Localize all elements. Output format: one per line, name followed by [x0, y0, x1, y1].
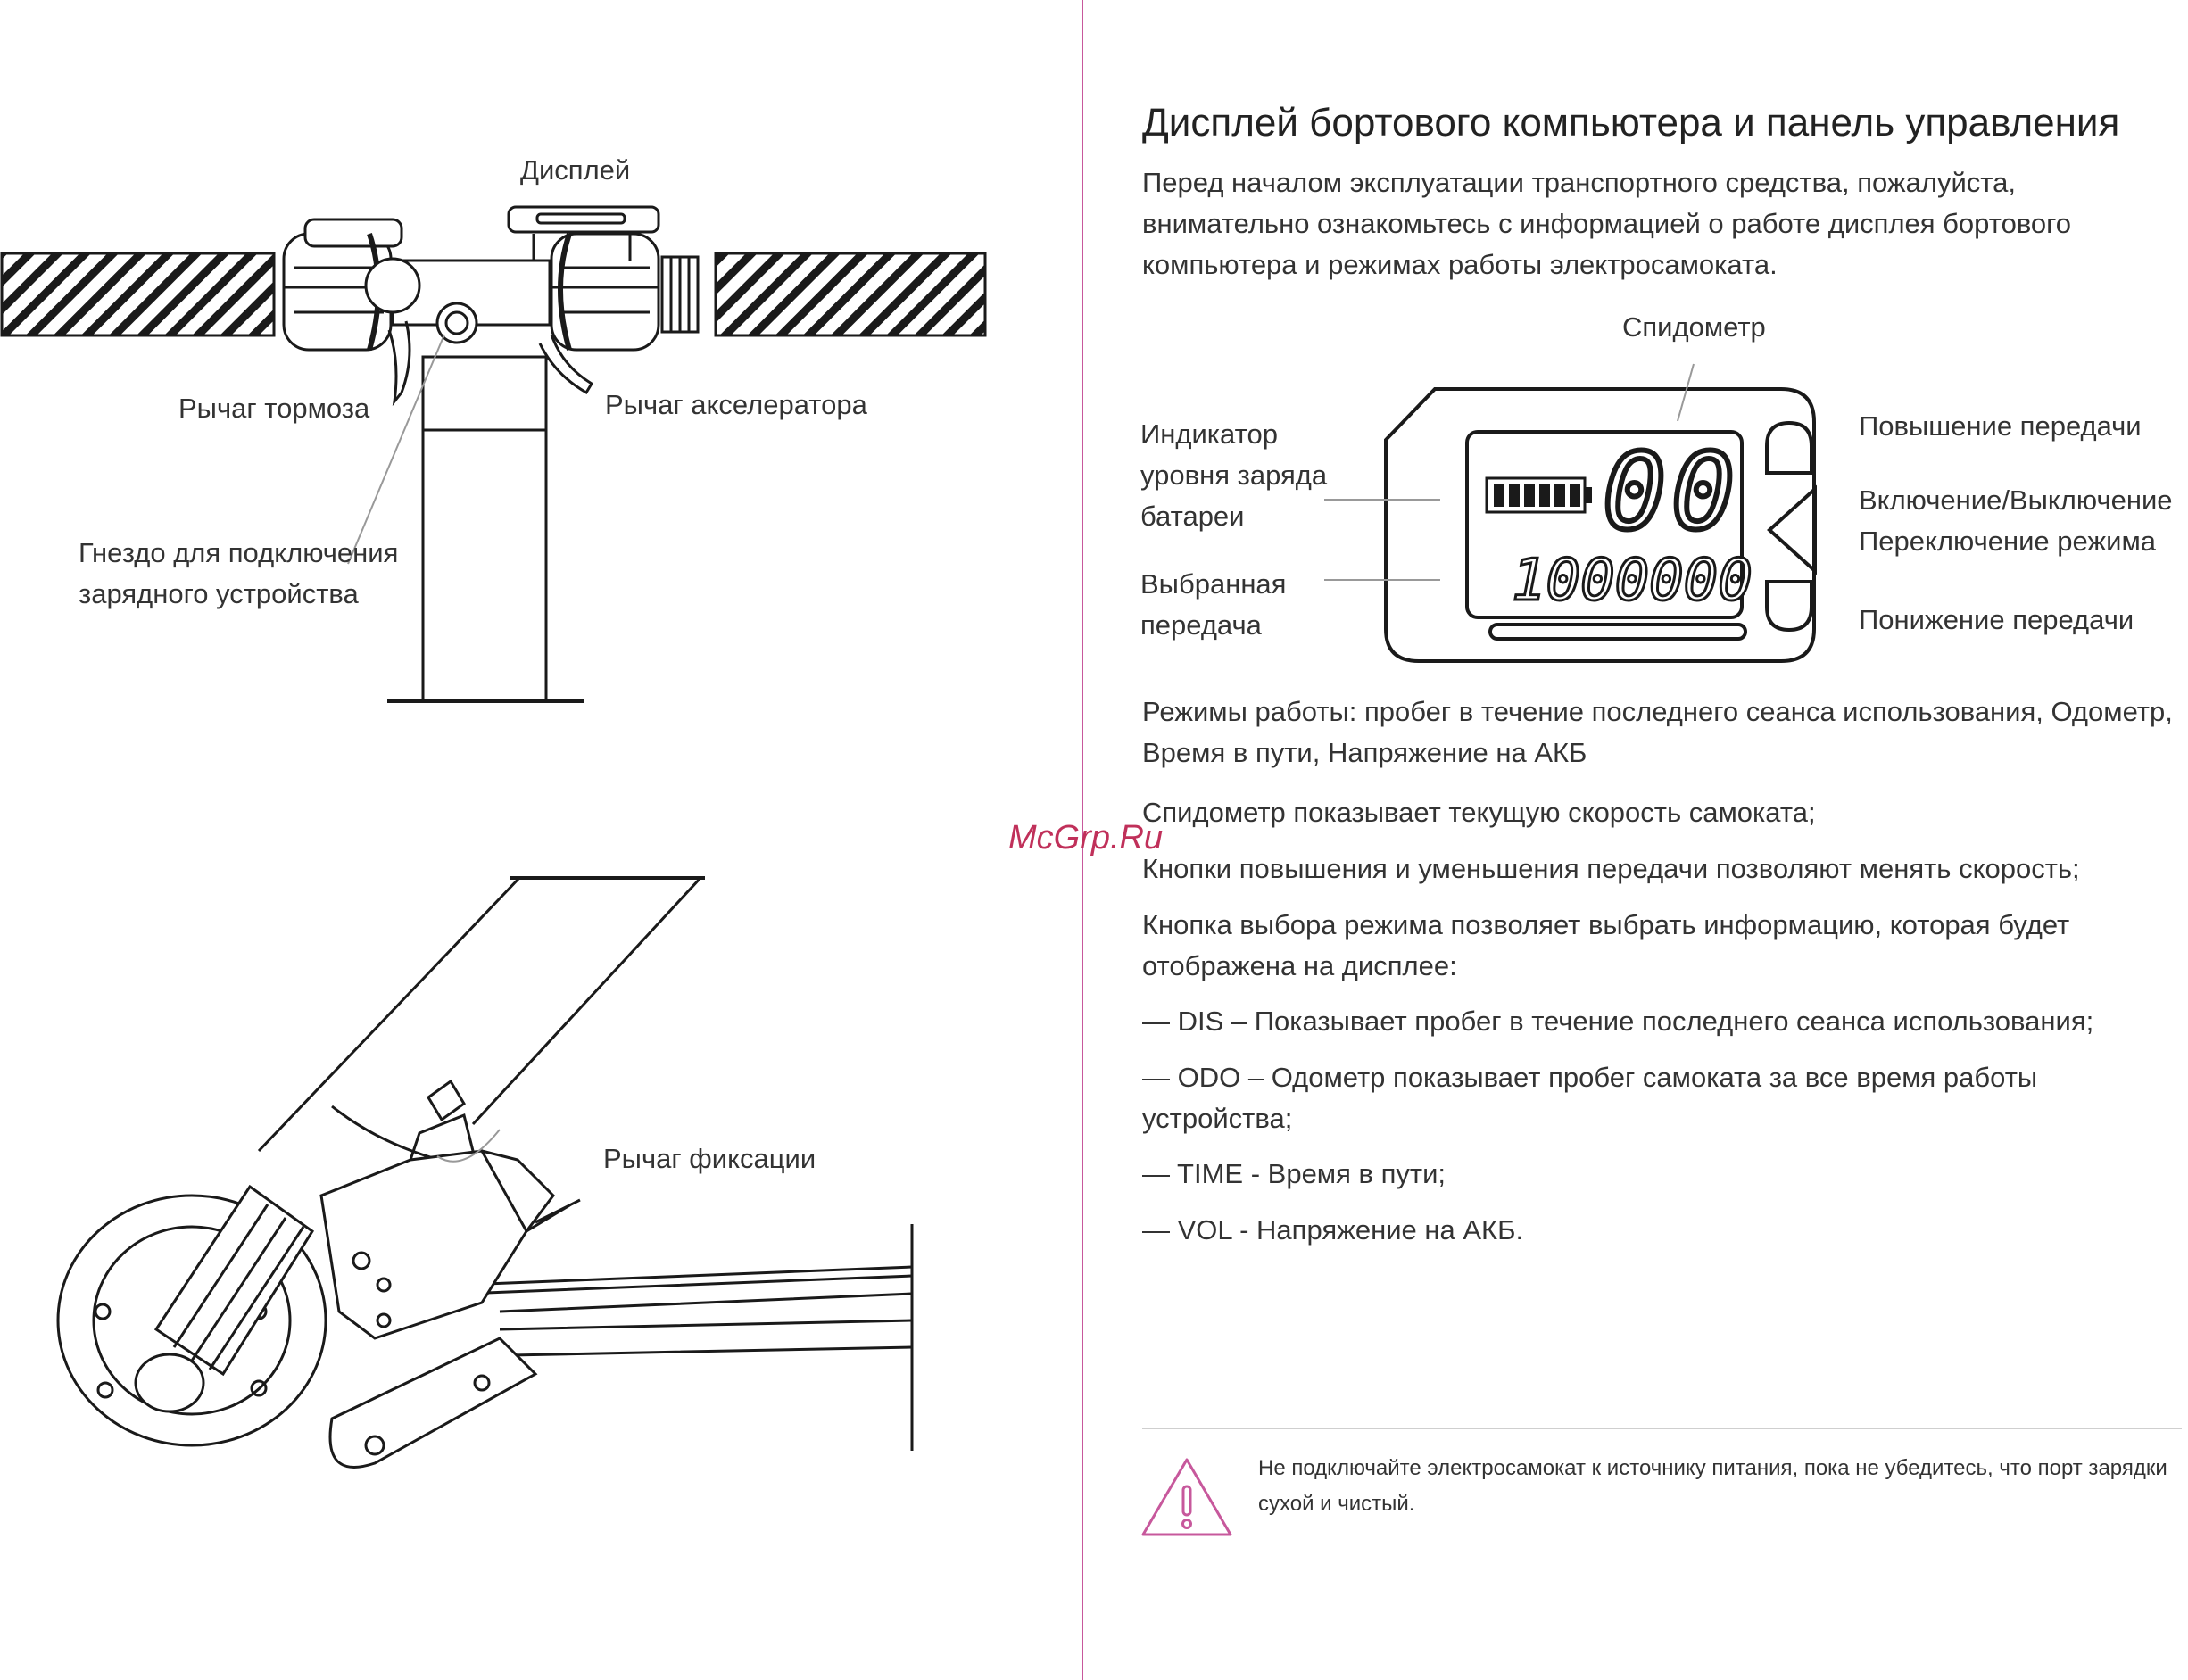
section-rule [1142, 1428, 2182, 1429]
mode-time-item: — TIME - Время в пути; [1142, 1158, 1446, 1189]
label-charge-port-line2: зарядного устройства [79, 578, 359, 609]
label-display: Дисплей [520, 154, 631, 186]
modes-paragraph: Режимы работы: пробег в течение последне… [1142, 696, 2173, 768]
label-power-line2: Переключение режима [1859, 526, 2156, 557]
label-gear-down: Понижение передачи [1859, 604, 2134, 635]
label-battery-line3: батареи [1140, 501, 1245, 532]
label-battery-line2: уровня заряда [1140, 459, 1328, 491]
label-gear-line1: Выбранная [1140, 568, 1287, 600]
page-title: Дисплей бортового компьютера и панель уп… [1142, 101, 2120, 145]
lcd-display-drawing [1324, 363, 1817, 663]
speedometer-paragraph: Спидометр показывает текущую скорость са… [1142, 797, 1816, 828]
warning-text: Не подключайте электросамокат к источник… [1258, 1456, 2167, 1516]
mode-vol-item: — VOL - Напряжение на АКБ. [1142, 1214, 1524, 1246]
mode-odo-item: — ODO – Одометр показывает пробег самока… [1142, 1062, 2038, 1134]
label-speedometer: Спидометр [1622, 311, 1766, 343]
label-charge-port-line1: Гнездо для подключения [79, 537, 399, 568]
watermark: McGrp.Ru [1008, 819, 1164, 857]
label-throttle-lever: Рычаг акселератора [605, 389, 867, 420]
label-power-line1: Включение/Выключение [1859, 484, 2173, 516]
gear-buttons-paragraph: Кнопки повышения и уменьшения передачи п… [1142, 853, 2080, 884]
mode-dis-item: — DIS – Показывает пробег в течение посл… [1142, 1006, 2094, 1037]
folding-mechanism-drawing [56, 876, 914, 1469]
label-gear-up: Повышение передачи [1859, 410, 2142, 442]
page-divider [1082, 0, 1083, 1680]
mode-button-paragraph: Кнопка выбора режима позволяет выбрать и… [1142, 909, 2070, 981]
label-lock-lever: Рычаг фиксации [603, 1143, 816, 1174]
lcd-odometer-readout: 1000000 [1512, 548, 1753, 614]
lcd-speed-readout: 00 [1603, 430, 1740, 553]
label-brake-lever: Рычаг тормоза [178, 393, 370, 424]
label-battery-line1: Индикатор [1140, 418, 1278, 450]
warning-triangle-icon [1141, 1458, 1232, 1536]
label-gear-line2: передача [1140, 609, 1262, 641]
handlebar-drawing [0, 205, 987, 703]
intro-paragraph: Перед началом эксплуатации транспортного… [1142, 167, 2072, 280]
